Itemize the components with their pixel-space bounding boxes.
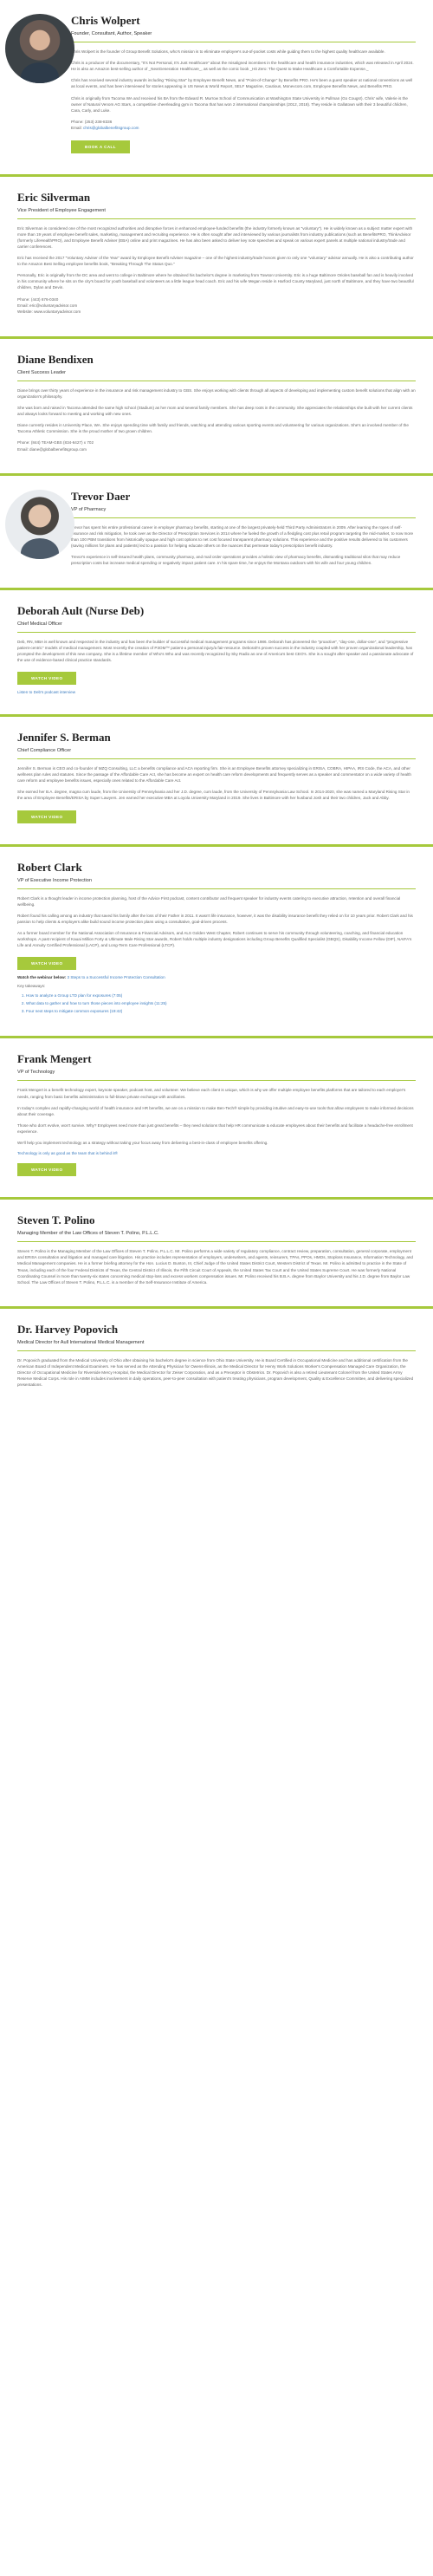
- person-role: Founder, Consultant, Author, Speaker: [71, 31, 416, 42]
- person-name: Chris Wolpert: [71, 14, 140, 27]
- website-text[interactable]: Website: www.voluntaryadvisor.com: [17, 309, 81, 315]
- avatar: [5, 489, 74, 559]
- bio-paragraph: Jennifer S. Berman is CEO and co-founder…: [17, 766, 411, 784]
- bio-paragraph: Trevor has spent his entire professional…: [71, 524, 414, 549]
- bio-paragraph: In today's complex and rapidly-changing …: [17, 1105, 414, 1116]
- bio-paragraph: Eric Silverman is considered one of the …: [17, 225, 413, 249]
- bio-paragraph: Diane currently resides in University Pl…: [17, 423, 409, 434]
- bio-paragraph: She was born and raised in Tacoma attend…: [17, 405, 413, 416]
- person-role: Client Success Leader: [17, 370, 416, 381]
- person-role: Chief Medical Officer: [17, 621, 416, 633]
- email-link[interactable]: chris@globalbenefitsgroup.com: [83, 126, 139, 131]
- team-page: Chris Wolpert Founder, Consultant, Autho…: [0, 0, 433, 1408]
- webinar-line: Watch the webinar below: 3 Steps to a Su…: [17, 975, 416, 979]
- person-card-harvey-popovich: Dr. Harvey Popovich Medical Director for…: [0, 1309, 433, 1409]
- bio-paragraph: Chris has received several industry awar…: [71, 78, 413, 89]
- email-label: Email:: [71, 126, 84, 131]
- bio-paragraph: Deb, RN, MBA is well known and respected…: [17, 639, 414, 662]
- phone-text: Phone: (253) 238-8336: [71, 119, 113, 124]
- bio-paragraph: Robert found his calling among an indust…: [17, 913, 413, 924]
- person-role: VP of Pharmacy: [71, 507, 416, 518]
- email-text[interactable]: Email: diane@globalbenefitsgroup.com: [17, 446, 87, 452]
- person-card-deborah-ault: Deborah Ault (Nurse Deb) Chief Medical O…: [0, 590, 433, 718]
- bio-paragraph: Dr. Popovich graduated from the Medical …: [17, 1357, 414, 1388]
- contact-block: Phone: (443) 676-0340 Email: eric@volunt…: [17, 296, 416, 315]
- podcast-link[interactable]: Listen to Deb's podcast interview: [17, 690, 76, 695]
- contact-block: Phone: (844) TEAM-GBS (834-6427) x 702 E…: [17, 439, 416, 452]
- bio-paragraph: Robert Clark is a thought leader in inco…: [17, 895, 401, 907]
- takeaways-list: How to analyze a Group LTD plan for expo…: [17, 992, 416, 1015]
- bio-paragraph: Those who don't evolve, won't survive. W…: [17, 1122, 413, 1135]
- person-card-robert-clark: Robert Clark VP of Executive Income Prot…: [0, 847, 433, 1039]
- watch-video-button[interactable]: WATCH VIDEO: [17, 672, 77, 686]
- person-name: Eric Silverman: [17, 190, 91, 204]
- person-card-frank-mengert: Frank Mengert VP of Technology Frank Men…: [0, 1038, 433, 1200]
- phone-text: Phone: (844) TEAM-GBS (834-6427) x 702: [17, 440, 94, 446]
- bio-paragraph: Diane brings over thirty years of experi…: [17, 387, 416, 399]
- email-text[interactable]: Email: eric@voluntaryadvisor.com: [17, 302, 78, 308]
- takeaway-link[interactable]: Four next steps to mitigate common expos…: [26, 1008, 416, 1016]
- person-card-trevor-daer: Trevor Daer VP of Pharmacy Trevor has sp…: [0, 476, 433, 590]
- webinar-label: Watch the webinar below:: [17, 975, 68, 980]
- bio-paragraph: Frank Mengert is a benefit technology ex…: [17, 1088, 406, 1099]
- bio-paragraph: Personally, Eric is originally from the …: [17, 273, 414, 290]
- watch-video-button[interactable]: WATCH VIDEO: [17, 810, 77, 823]
- watch-video-button[interactable]: WATCH VIDEO: [17, 957, 77, 971]
- person-name: Frank Mengert: [17, 1052, 92, 1066]
- bio-paragraph: Trevor's experience in self-insured heal…: [71, 555, 401, 566]
- person-role: Vice President of Employee Engagement: [17, 208, 416, 219]
- person-name: Steven T. Polino: [17, 1213, 95, 1227]
- person-card-jennifer-berman: Jennifer S. Berman Chief Compliance Offi…: [0, 717, 433, 847]
- watch-video-button[interactable]: WATCH VIDEO: [17, 1163, 77, 1177]
- phone-text: Phone: (443) 676-0340: [17, 296, 59, 302]
- bio-paragraph: Eric has received the 2017 "Voluntary Ad…: [17, 256, 414, 267]
- bio-paragraph: As a former board member for the Nationa…: [17, 931, 412, 948]
- bio-paragraph: We'll help you implement technology as a…: [17, 1141, 268, 1146]
- person-role: VP of Executive Income Protection: [17, 878, 416, 889]
- contact-block: Phone: (253) 238-8336 Email: chris@globa…: [71, 119, 416, 132]
- person-name: Robert Clark: [17, 860, 82, 874]
- person-name: Deborah Ault (Nurse Deb): [17, 603, 145, 617]
- person-name: Diane Bendixen: [17, 352, 94, 366]
- technology-link[interactable]: Technology is only as good as the team t…: [17, 1151, 119, 1156]
- person-role: Chief Compliance Officer: [17, 748, 416, 760]
- person-card-chris-wolpert: Chris Wolpert Founder, Consultant, Autho…: [0, 0, 433, 177]
- person-role: VP of Technology: [17, 1070, 416, 1082]
- bio-paragraph: Chris is a producer of the documentary, …: [71, 61, 414, 72]
- person-name: Trevor Daer: [71, 489, 131, 503]
- takeaway-link[interactable]: What data to gather and how to turn thos…: [26, 1000, 416, 1008]
- person-card-steven-polino: Steven T. Polino Managing Member of the …: [0, 1200, 433, 1309]
- key-takeaways-label: Key takeaways:: [17, 984, 46, 989]
- bio-paragraph: She earned her B.A. degree, magna cum la…: [17, 790, 410, 801]
- book-a-call-button[interactable]: BOOK A CALL: [71, 140, 130, 153]
- bio-paragraph: Chris Wolpert is the founder of Group Be…: [71, 49, 385, 54]
- person-role: Managing Member of the Law Offices of St…: [17, 1231, 416, 1243]
- bio-paragraph: Chris is originally from Tacoma WA and r…: [71, 95, 408, 113]
- person-name: Dr. Harvey Popovich: [17, 1322, 119, 1336]
- person-card-diane-bendixen: Diane Bendixen Client Success Leader Dia…: [0, 339, 433, 476]
- person-role: Medical Director for Aull International …: [17, 1340, 416, 1351]
- avatar: [5, 14, 74, 83]
- takeaway-link[interactable]: How to analyze a Group LTD plan for expo…: [26, 992, 416, 1000]
- person-card-eric-silverman: Eric Silverman Vice President of Employe…: [0, 177, 433, 339]
- bio-paragraph: Steven T. Polino is the Managing Member …: [17, 1249, 413, 1285]
- person-name: Jennifer S. Berman: [17, 731, 111, 745]
- webinar-link[interactable]: 3 Steps to a Successful Income Protectio…: [67, 975, 165, 980]
